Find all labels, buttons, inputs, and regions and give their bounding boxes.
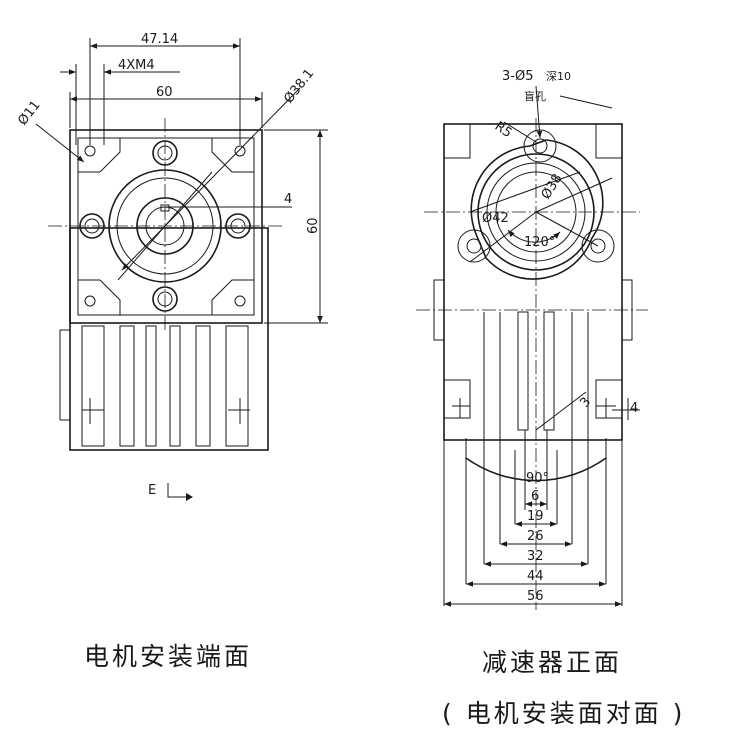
- arc-90: [465, 457, 607, 482]
- dim-19: 19: [527, 509, 544, 524]
- angle-120: 120°: [524, 235, 555, 250]
- dim-dia-38-1: Ø38.1: [281, 66, 317, 106]
- dim-60-vertical: 60: [306, 217, 321, 234]
- left-view-caption: 电机安装端面: [84, 642, 253, 671]
- dim-dia-42: Ø42: [482, 211, 509, 226]
- blind-holes: [466, 138, 606, 254]
- shaft-slots: [483, 311, 589, 450]
- dim-4-keyway: 4: [284, 192, 292, 207]
- blind-hole-label: 盲孔: [524, 89, 546, 103]
- width-dimensions: [443, 430, 623, 607]
- dim-47-14: 47.14: [141, 32, 178, 47]
- right-view-caption: 减速器正面: [482, 648, 623, 677]
- dim-dia-38: Ø38: [539, 171, 566, 202]
- cooling-fins: [59, 325, 249, 447]
- dim-44: 44: [527, 569, 544, 584]
- dim-4-right: 4: [630, 401, 638, 416]
- dim-dia-11: Ø11: [15, 98, 43, 128]
- dim-6: 6: [531, 489, 539, 504]
- hole-note-3-d5: 3-Ø5: [502, 69, 533, 84]
- gearbox-housing: [69, 227, 269, 451]
- dim-3: 3: [577, 395, 594, 411]
- dim-4xm4: 4XM4: [118, 58, 155, 73]
- dim-56: 56: [527, 589, 544, 604]
- section-mark-e: E: [148, 483, 156, 498]
- dim-32: 32: [527, 549, 544, 564]
- hole-depth-10: 深10: [546, 70, 571, 83]
- corner-holes: [84, 145, 246, 307]
- dim-r5: R5: [492, 119, 515, 141]
- dim-26: 26: [527, 529, 544, 544]
- reducer-front-view: Ø38 Ø42 120° R5 3-Ø5 深10 盲孔 90° 3: [416, 69, 648, 610]
- angle-90: 90°: [526, 471, 549, 486]
- dim-60-horizontal: 60: [156, 85, 173, 100]
- output-flange: [470, 139, 604, 280]
- mount-flange: [69, 129, 263, 324]
- motor-mount-view: 47.14 4XM4 60 Ø11 Ø38.1 4 60 E: [15, 32, 328, 501]
- right-view-subcaption: ( 电机安装面对面 ): [442, 699, 686, 728]
